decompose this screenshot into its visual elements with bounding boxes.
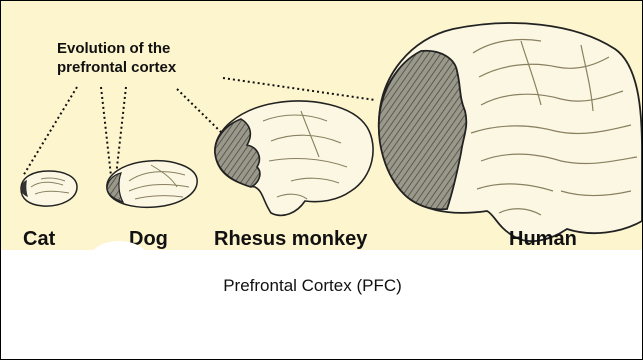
figure-title-line-1: Evolution of the [57, 40, 170, 57]
cat-brain [21, 171, 77, 206]
slide-caption: Prefrontal Cortex (PFC) [1, 276, 624, 296]
pfc-evolution-figure: Evolution of the prefrontal cortex [1, 1, 642, 250]
figure-title-line-2: prefrontal cortex [57, 59, 177, 76]
label-human: Human [509, 228, 577, 250]
cat-brain-outline [21, 171, 77, 206]
label-rhesus-monkey: Rhesus monkey [214, 228, 368, 250]
label-cat: Cat [23, 228, 56, 250]
